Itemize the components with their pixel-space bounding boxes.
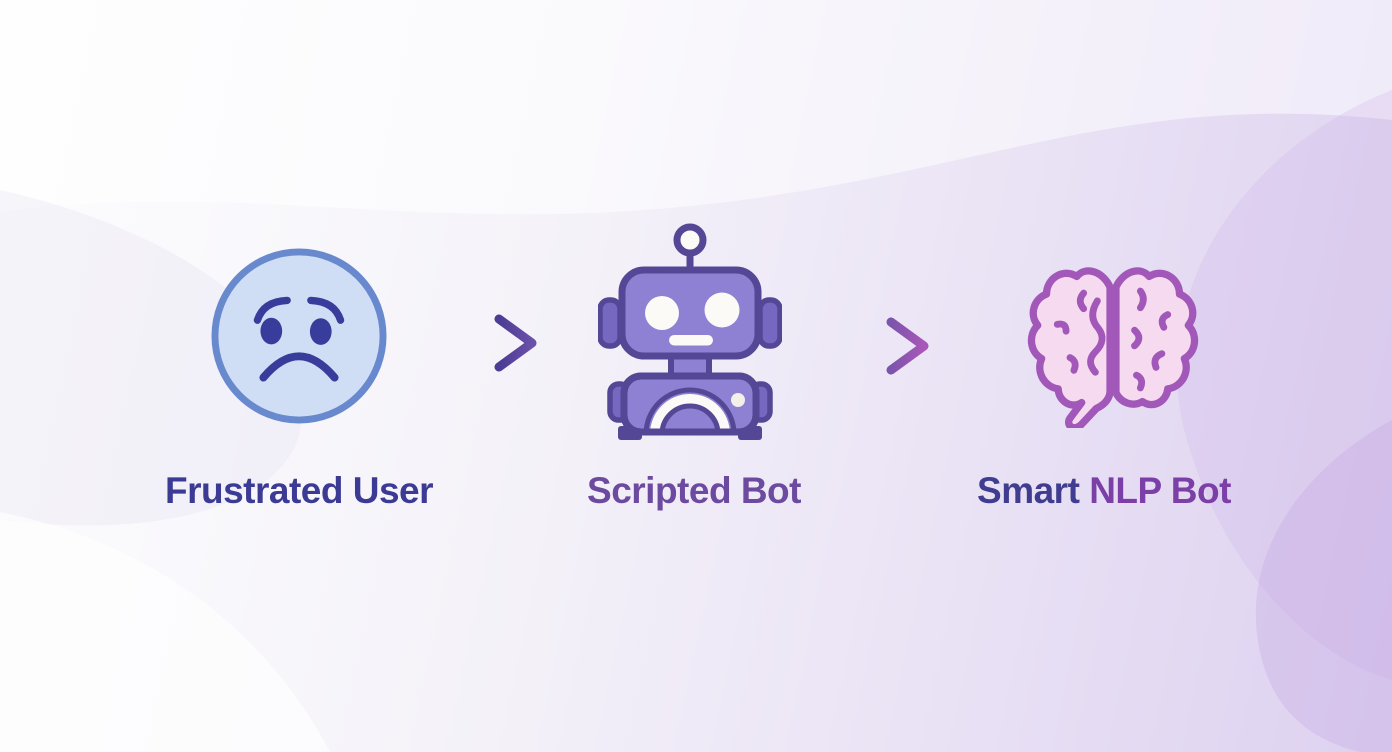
robot-icon <box>598 223 782 440</box>
arrow-right-icon <box>832 317 929 375</box>
node-label: Smart NLP Bot <box>954 470 1254 512</box>
node-label: Scripted Bot <box>544 470 844 512</box>
brain-icon <box>1027 267 1199 428</box>
node-label-text: Smart <box>977 470 1090 511</box>
arrow-right-icon <box>440 314 537 372</box>
frustrated-face-icon <box>211 248 387 424</box>
node-label-text: Frustrated User <box>164 470 434 511</box>
node-label-text: Scripted Bot <box>587 470 801 511</box>
node-label-text: NLP Bot <box>1089 470 1231 511</box>
node-label: Frustrated User <box>149 470 449 512</box>
